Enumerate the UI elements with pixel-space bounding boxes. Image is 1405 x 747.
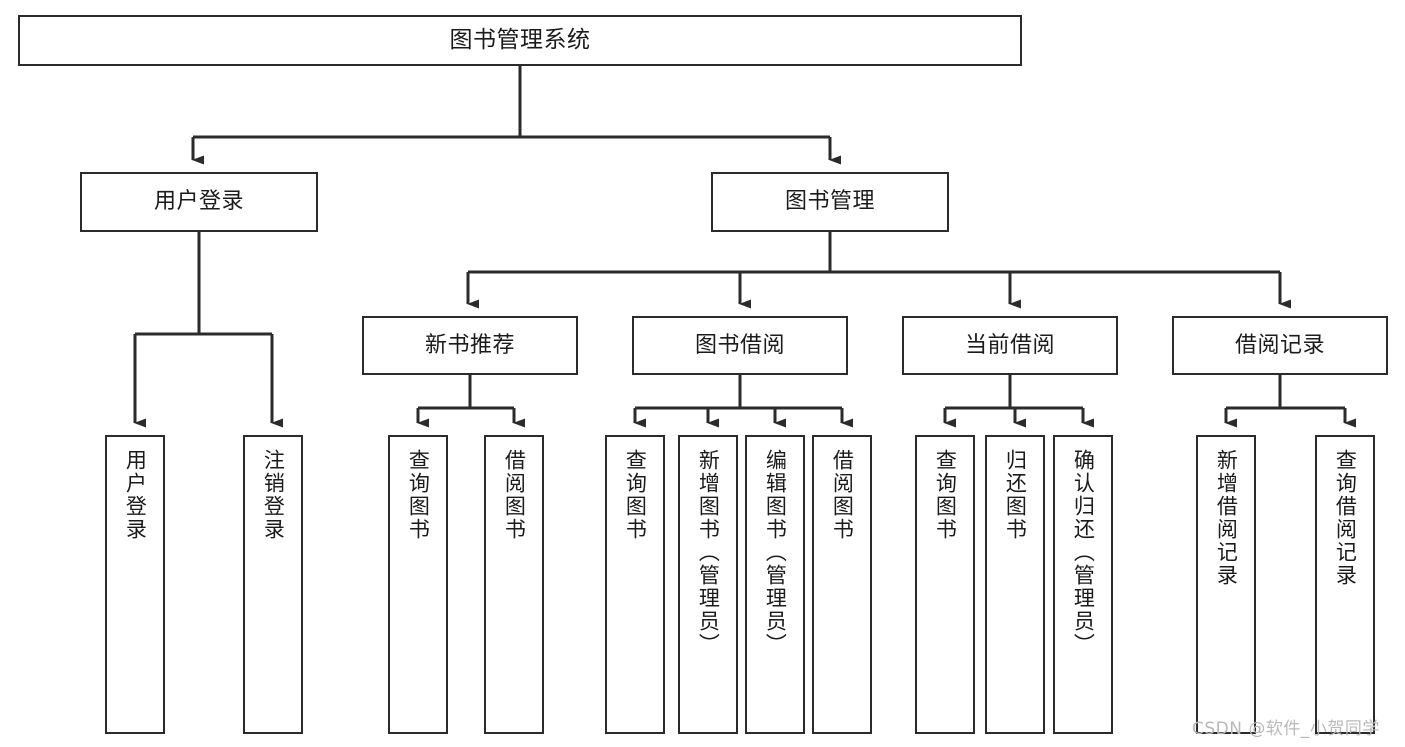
node-leaf-borrow-book-1[interactable]: 借阅图书 (484, 435, 544, 734)
node-leaf-return-book-label: 归还图书 (1003, 449, 1028, 541)
node-leaf-user-login-label: 用户登录 (123, 449, 148, 541)
node-leaf-query-book-1[interactable]: 查询图书 (388, 435, 448, 734)
node-leaf-user-logout-label: 注销登录 (261, 449, 286, 541)
node-borrow-record[interactable]: 借阅记录 (1172, 316, 1388, 375)
node-leaf-return-book[interactable]: 归还图书 (985, 435, 1045, 734)
node-book-borrow[interactable]: 图书借阅 (632, 316, 848, 375)
node-leaf-borrow-book-1-label: 借阅图书 (502, 449, 527, 541)
node-leaf-query-book-2-label: 查询图书 (623, 449, 648, 541)
node-user-login[interactable]: 用户登录 (80, 172, 318, 232)
node-root[interactable]: 图书管理系统 (18, 15, 1022, 66)
node-root-label: 图书管理系统 (449, 26, 591, 53)
node-leaf-query-book-2[interactable]: 查询图书 (605, 435, 665, 734)
node-current-borrow-label: 当前借阅 (964, 332, 1055, 358)
node-leaf-confirm-return-label: 确认归还（管理员） (1071, 449, 1096, 656)
node-leaf-edit-book-label: 编辑图书（管理员） (763, 449, 788, 656)
node-book-borrow-label: 图书借阅 (694, 332, 785, 358)
node-borrow-record-label: 借阅记录 (1234, 332, 1325, 358)
node-leaf-borrow-book-2-label: 借阅图书 (830, 449, 855, 541)
node-leaf-user-login[interactable]: 用户登录 (105, 435, 165, 734)
node-book-manage-label: 图书管理 (784, 189, 875, 215)
node-leaf-add-record-label: 新增借阅记录 (1214, 449, 1239, 587)
node-book-manage[interactable]: 图书管理 (711, 172, 949, 232)
node-leaf-user-logout[interactable]: 注销登录 (243, 435, 303, 734)
node-leaf-query-record-label: 查询借阅记录 (1333, 449, 1358, 587)
node-leaf-borrow-book-2[interactable]: 借阅图书 (812, 435, 872, 734)
node-leaf-edit-book[interactable]: 编辑图书（管理员） (745, 435, 805, 734)
csdn-watermark: CSDN @软件_小贺同学 (1192, 719, 1380, 739)
node-user-login-label: 用户登录 (153, 189, 244, 215)
node-current-borrow[interactable]: 当前借阅 (902, 316, 1118, 375)
node-leaf-query-record[interactable]: 查询借阅记录 (1315, 435, 1375, 734)
node-leaf-query-book-1-label: 查询图书 (406, 449, 431, 541)
node-leaf-confirm-return[interactable]: 确认归还（管理员） (1053, 435, 1113, 734)
node-leaf-add-book[interactable]: 新增图书（管理员） (678, 435, 738, 734)
node-leaf-query-book-3[interactable]: 查询图书 (915, 435, 975, 734)
node-new-book-recommend-label: 新书推荐 (424, 332, 515, 358)
node-new-book-recommend[interactable]: 新书推荐 (362, 316, 578, 375)
node-leaf-query-book-3-label: 查询图书 (933, 449, 958, 541)
node-leaf-add-record[interactable]: 新增借阅记录 (1196, 435, 1256, 734)
node-leaf-add-book-label: 新增图书（管理员） (696, 449, 721, 656)
